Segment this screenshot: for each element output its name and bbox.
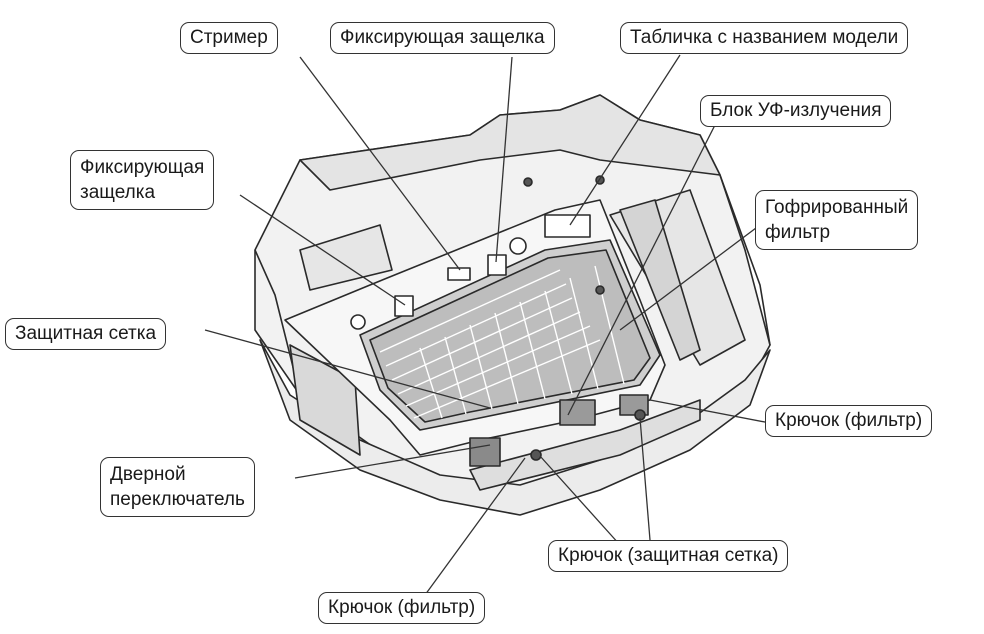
label-latch-left-line2: защелка	[80, 182, 156, 203]
label-latch-top: Фиксирующая защелка	[330, 22, 555, 54]
leader-lines	[204, 54, 771, 596]
label-pleated-filter-line1: Гофрированный	[765, 197, 909, 218]
label-door-switch-line2: переключатель	[110, 489, 245, 510]
unit-details	[350, 175, 649, 467]
label-door-switch: Дверной переключатель	[100, 457, 255, 517]
label-pleated-filter-line2: фильтр	[765, 222, 831, 243]
label-hook-filter-right: Крючок (фильтр)	[765, 405, 933, 437]
label-door-switch-line1: Дверной	[110, 464, 186, 485]
label-streamer: Стример	[180, 22, 278, 54]
label-nameplate: Табличка с названием модели	[620, 22, 909, 54]
label-uv-unit: Блок УФ-излучения	[700, 95, 892, 127]
label-latch-left-line1: Фиксирующая	[80, 157, 205, 178]
label-latch-left: Фиксирующая защелка	[70, 150, 215, 210]
label-hook-filter-bottom: Крючок (фильтр)	[318, 592, 486, 624]
label-hook-net: Крючок (защитная сетка)	[548, 540, 789, 572]
filter-grid	[379, 265, 625, 419]
label-pleated-filter: Гофрированный фильтр	[755, 190, 919, 250]
label-protective-net: Защитная сетка	[5, 318, 167, 350]
